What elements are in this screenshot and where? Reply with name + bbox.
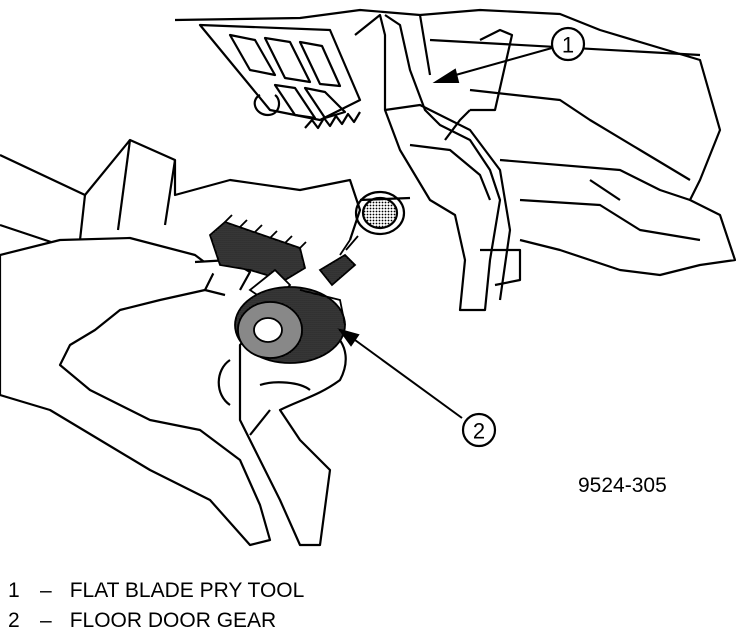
legend-item-2-separator: – [40, 609, 52, 632]
hands [0, 236, 347, 547]
legend-item-1: 1 – FLAT BLADE PRY TOOL [8, 576, 304, 606]
floor-door-gear [208, 214, 359, 364]
legend-item-1-label: FLAT BLADE PRY TOOL [69, 579, 305, 602]
legend-item-1-number: 1 [8, 579, 20, 602]
callout-1-number: 1 [562, 33, 574, 58]
callout-2: 2 [461, 412, 497, 448]
heater-housing [0, 8, 736, 312]
legend-item-2-label: FLOOR DOOR GEAR [69, 609, 277, 632]
figure-number: 9524-305 [578, 474, 667, 497]
legend: 1 – FLAT BLADE PRY TOOL 2 – FLOOR DOOR G… [8, 576, 304, 636]
legend-item-2-number: 2 [8, 609, 20, 632]
callout-2-number: 2 [473, 419, 485, 444]
legend-item-2: 2 – FLOOR DOOR GEAR [8, 606, 304, 636]
leader-lines [337, 47, 553, 419]
callout-1: 1 [550, 26, 586, 62]
legend-item-1-separator: – [40, 579, 52, 602]
